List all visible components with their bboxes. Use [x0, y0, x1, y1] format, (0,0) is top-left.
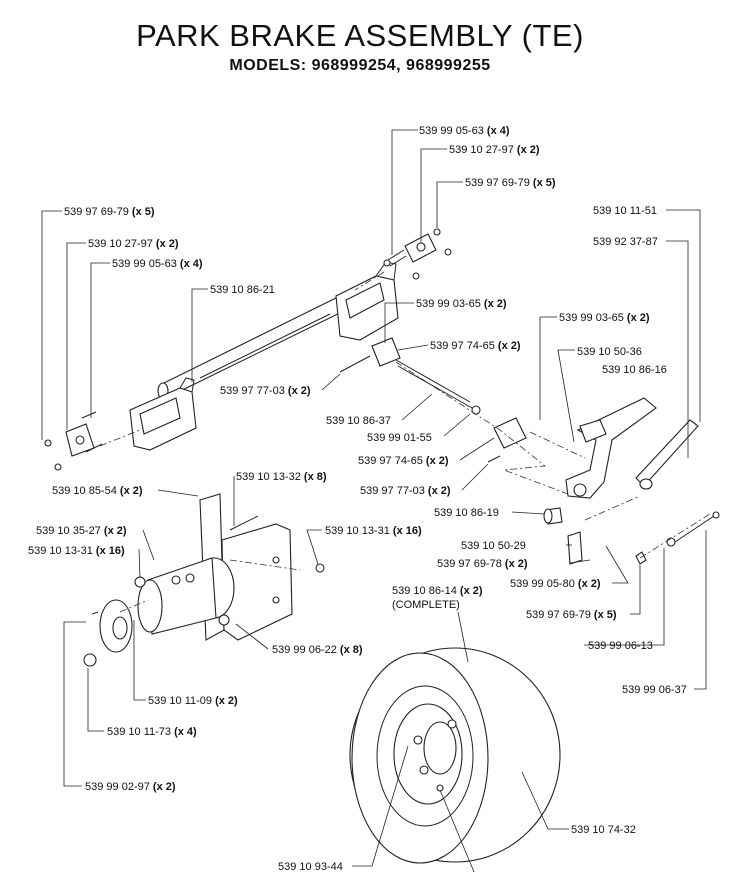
callout-label: 539 99 05-63 (x 4) [112, 258, 203, 270]
callout-label: 539 99 03-65 (x 2) [559, 312, 650, 324]
callout-label: 539 10 11-09 (x 2) [148, 695, 238, 707]
callout-label: 539 97 69-79 (x 5) [526, 609, 617, 621]
small-bracket [567, 531, 583, 565]
callout-label: 539 99 06-13 [588, 640, 653, 652]
upper-flange [383, 228, 452, 280]
callout-label: 539 99 05-63 (x 4) [419, 125, 510, 137]
page-title: PARK BRAKE ASSEMBLY (TE) [136, 18, 584, 53]
callout-label: 539 97 74-65 (x 2) [358, 455, 449, 467]
spacer-bushing [543, 507, 563, 525]
callout-label: (COMPLETE) [392, 599, 460, 611]
right-axle-bracket [335, 261, 399, 341]
callout-label: 539 92 37-87 [593, 236, 658, 248]
wheel-hub [83, 599, 133, 667]
callout-label: 539 10 86-14 (x 2) [392, 585, 483, 597]
linkage-assembly [339, 337, 527, 463]
leader-lines [41, 129, 707, 872]
callout-label: 539 99 01-55 [367, 432, 432, 444]
models-subtitle: MODELS: 968999254, 968999255 [229, 57, 491, 74]
callout-label: 539 99 05-80 (x 2) [510, 578, 601, 590]
callout-label: 539 97 74-65 (x 2) [430, 340, 521, 352]
assembly-dashed-lines [99, 271, 711, 613]
callout-label: 539 97 69-78 (x 2) [437, 558, 528, 570]
callout-label: 539 97 69-79 (x 5) [465, 177, 556, 189]
callout-label: 539 10 11-73 (x 4) [107, 726, 197, 738]
callout-label: 539 10 74-32 [571, 824, 636, 836]
callout-label: 539 10 93-44 [278, 861, 343, 872]
callout-label: 539 10 11-51 [593, 205, 657, 217]
callout-label: 539 10 13-31 (x 16) [28, 545, 125, 557]
callout-label: 539 10 27-97 (x 2) [449, 144, 540, 156]
axle-shaft [157, 291, 355, 400]
callout-label: 539 10 86-21 [210, 284, 275, 296]
callout-label: 539 97 77-03 (x 2) [220, 385, 311, 397]
callout-label: 539 10 35-27 (x 2) [36, 525, 127, 537]
callout-label: 539 10 86-19 [434, 507, 499, 519]
callout-label: 539 99 06-22 (x 8) [272, 644, 363, 656]
brake-arm [565, 397, 657, 499]
callout-label: 539 97 69-79 (x 5) [64, 206, 155, 218]
callout-label: 539 10 27-97 (x 2) [88, 238, 179, 250]
callout-label: 539 99 03-65 (x 2) [416, 298, 507, 310]
callout-label: 539 99 06-37 [622, 684, 687, 696]
brake-rod-spring [635, 419, 699, 490]
long-bolt [635, 511, 720, 565]
callout-label: 539 10 50-29 [461, 540, 526, 552]
callout-label: 539 10 85-54 (x 2) [52, 485, 143, 497]
callout-label: 539 97 77-03 (x 2) [360, 485, 451, 497]
callout-label: 539 10 86-16 [602, 364, 667, 376]
lower-flange [44, 411, 103, 471]
callout-label: 539 10 50-36 [577, 346, 642, 358]
callout-label: 539 10 86-37 [326, 415, 391, 427]
tire [349, 647, 561, 864]
wheel-motor [134, 557, 235, 635]
callout-label: 539 99 02-97 (x 2) [85, 781, 176, 793]
callout-labels: 539 99 05-63 (x 4) 539 10 27-97 (x 2) 53… [28, 125, 687, 872]
callout-label: 539 10 13-31 (x 16) [325, 525, 422, 537]
left-axle-bracket [129, 377, 197, 451]
callout-label: 539 10 13-32 (x 8) [236, 471, 327, 483]
